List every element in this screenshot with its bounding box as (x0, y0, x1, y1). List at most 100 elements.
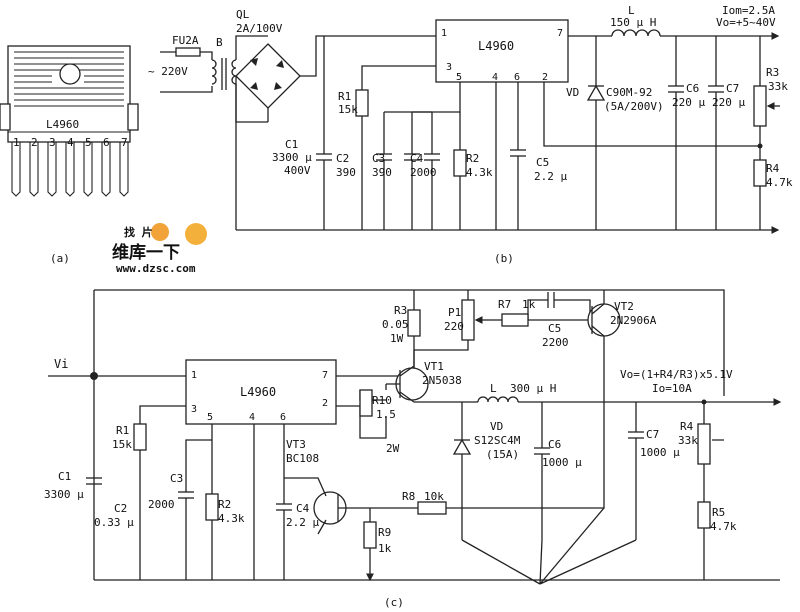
c5-c-value: 2200 (542, 336, 569, 349)
pin-5-label: 5 (207, 412, 213, 423)
fuse-symbol (175, 47, 201, 57)
pin-1-label: 1 (191, 370, 197, 381)
c5-value: 2.2 μ (534, 170, 567, 183)
c6-value: 220 μ (672, 96, 705, 109)
watermark-cn: 维库一下 (112, 242, 180, 263)
r1-name: R1 (338, 90, 351, 103)
c7-value: 220 μ (712, 96, 745, 109)
inductor-c-symbol (477, 396, 519, 403)
c1-c-name: C1 (58, 470, 71, 483)
r9-name: R9 (378, 526, 391, 539)
c7-c-value: 1000 μ (640, 446, 680, 459)
resistor-r3-c (407, 309, 421, 337)
pin-4-label: 4 (492, 72, 498, 83)
vt2-name: VT2 (614, 300, 634, 313)
r3-value: 33k (768, 80, 788, 93)
vd-c-name: VD (490, 420, 503, 433)
inductor-value: 150 μ H (610, 16, 656, 29)
vt1-part: 2N5038 (422, 374, 462, 387)
pin-7-label: 7 (322, 370, 328, 381)
vd-part: C90M-92 (606, 86, 652, 99)
r2-name: R2 (466, 152, 479, 165)
r7-name: R7 (498, 298, 511, 311)
vd-c-rating: (15A) (486, 448, 519, 461)
c5-name: C5 (536, 156, 549, 169)
pin-label: 4 (67, 136, 74, 149)
pin-6-label: 6 (514, 72, 520, 83)
pin-6-label: 6 (280, 412, 286, 423)
output-formula: Vo=(1+R4/R3)x5.1V (620, 368, 733, 381)
c2-c-name: C2 (114, 502, 127, 515)
r8-value: 10k (424, 490, 444, 503)
resistor-r9 (363, 521, 377, 549)
r10-power: 2W (386, 442, 400, 455)
pin-2-label: 2 (542, 72, 548, 83)
c1-c-value: 3300 μ (44, 488, 84, 501)
ac-input-label: ~ 220V (148, 65, 188, 78)
pin-5-label: 5 (456, 72, 462, 83)
pin-4-label: 4 (249, 412, 255, 423)
vi-label: Vi (54, 357, 68, 371)
bridge-rating: 2A/100V (236, 22, 283, 35)
pin-label: 7 (121, 136, 128, 149)
r5-value: 4.7k (710, 520, 737, 533)
bridge-rectifier-symbol (235, 43, 301, 109)
r1-c-value: 15k (112, 438, 132, 451)
r5-name: R5 (712, 506, 725, 519)
vd-c-part: S12SC4M (474, 434, 521, 447)
c1-value: 3300 μ (272, 151, 312, 164)
vt3-part: BC108 (286, 452, 319, 465)
vt1-name: VT1 (424, 360, 444, 373)
panel-a-package: L4960 1 2 3 4 5 6 7 (0, 45, 139, 197)
c4-value: 2000 (410, 166, 437, 179)
r4-name: R4 (766, 162, 780, 175)
resistor-r10 (359, 389, 373, 417)
pin-3-label: 3 (446, 62, 452, 73)
panel-c-caption: (c) (384, 596, 404, 609)
fuse-label: FU2A (172, 34, 199, 47)
c6-c-value: 1000 μ (542, 456, 582, 469)
pin-label: 1 (13, 136, 20, 149)
r1-value: 15k (338, 103, 358, 116)
pin-3-label: 3 (191, 404, 197, 415)
r8-name: R8 (402, 490, 415, 503)
resistor-r7 (501, 313, 529, 327)
potentiometer-r3-b (753, 85, 767, 127)
inductor-symbol (611, 29, 661, 37)
c7-c-name: C7 (646, 428, 659, 441)
c2-name: C2 (336, 152, 349, 165)
output-vo: Vo=+5~40V (716, 16, 776, 29)
r10-value: 1.5 (376, 408, 396, 421)
vt2-part: 2N2906A (610, 314, 657, 327)
r4-c-value: 33k (678, 434, 698, 447)
package-chip-label: L4960 (46, 118, 79, 131)
c4-name: C4 (410, 152, 424, 165)
c2-c-value: 0.33 μ (94, 516, 134, 529)
c4-c-value: 2.2 μ (286, 516, 319, 529)
r9-value: 1k (378, 542, 392, 555)
resistor-r2-b (453, 149, 467, 177)
resistor-r1-c (133, 423, 147, 451)
c1-name: C1 (285, 138, 298, 151)
mascot-icon (151, 223, 169, 241)
r2-value: 4.3k (466, 166, 493, 179)
l4960-chip-b (435, 19, 569, 83)
potentiometer-r4-c (697, 423, 711, 465)
r2-c-value: 4.3k (218, 512, 245, 525)
c6-name: C6 (686, 82, 699, 95)
c6-c-name: C6 (548, 438, 561, 451)
c7-name: C7 (726, 82, 739, 95)
r10-name: R10 (372, 394, 392, 407)
c5-c-name: C5 (548, 322, 561, 335)
c1-voltage: 400V (284, 164, 311, 177)
c3-name: C3 (372, 152, 385, 165)
pin-1-label: 1 (441, 28, 447, 39)
watermark-url: www.dzsc.com (116, 262, 196, 275)
r7-value: 1k (522, 298, 536, 311)
pin-label: 6 (103, 136, 110, 149)
output-io: Io=10A (652, 382, 692, 395)
c4-c-name: C4 (296, 502, 310, 515)
pin-label: 3 (49, 136, 56, 149)
bridge-name: QL (236, 8, 250, 21)
